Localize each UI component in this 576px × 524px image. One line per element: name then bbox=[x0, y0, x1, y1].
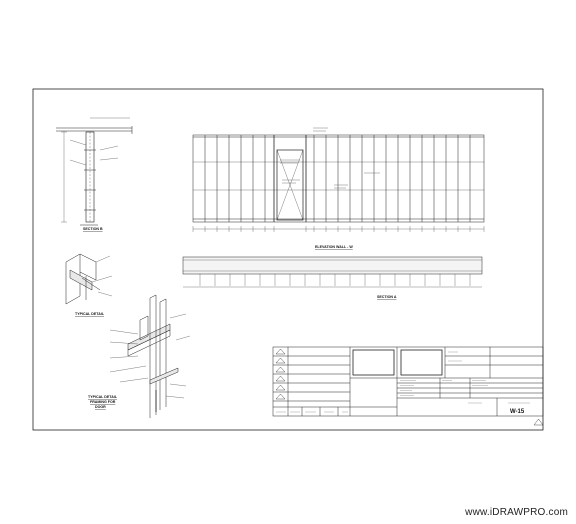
framing-door-detail bbox=[109, 294, 191, 418]
title-block-text-lines bbox=[276, 351, 530, 413]
framing-detail-title-2: FRAMING FOR bbox=[90, 400, 116, 404]
watermark-text: www.iDRAWPRO.com bbox=[465, 507, 568, 518]
section-a-title: SECTION A bbox=[377, 295, 397, 299]
section-b-title: SECTION B bbox=[83, 227, 103, 231]
typical-detail-title: TYPICAL DETAIL bbox=[75, 312, 105, 316]
framing-detail-title-3: DOOR bbox=[95, 405, 106, 409]
elevation-title: ELEVATION WALL - W bbox=[315, 245, 353, 249]
section-a-slab bbox=[182, 256, 483, 288]
elevation-dimension-ticks bbox=[192, 226, 485, 232]
elevation-wall-framing bbox=[192, 134, 485, 230]
sheet-number: W-15 bbox=[510, 409, 525, 415]
sheet-border bbox=[32, 88, 544, 431]
elevation-notes bbox=[280, 127, 380, 189]
section-a-ticks bbox=[199, 274, 471, 286]
typical-detail-iso bbox=[65, 253, 113, 305]
revision-triangles bbox=[275, 348, 544, 426]
section-b-detail bbox=[56, 117, 133, 226]
framing-detail-title-1: TYPICAL DETAIL bbox=[88, 395, 118, 399]
title-block bbox=[272, 346, 544, 417]
